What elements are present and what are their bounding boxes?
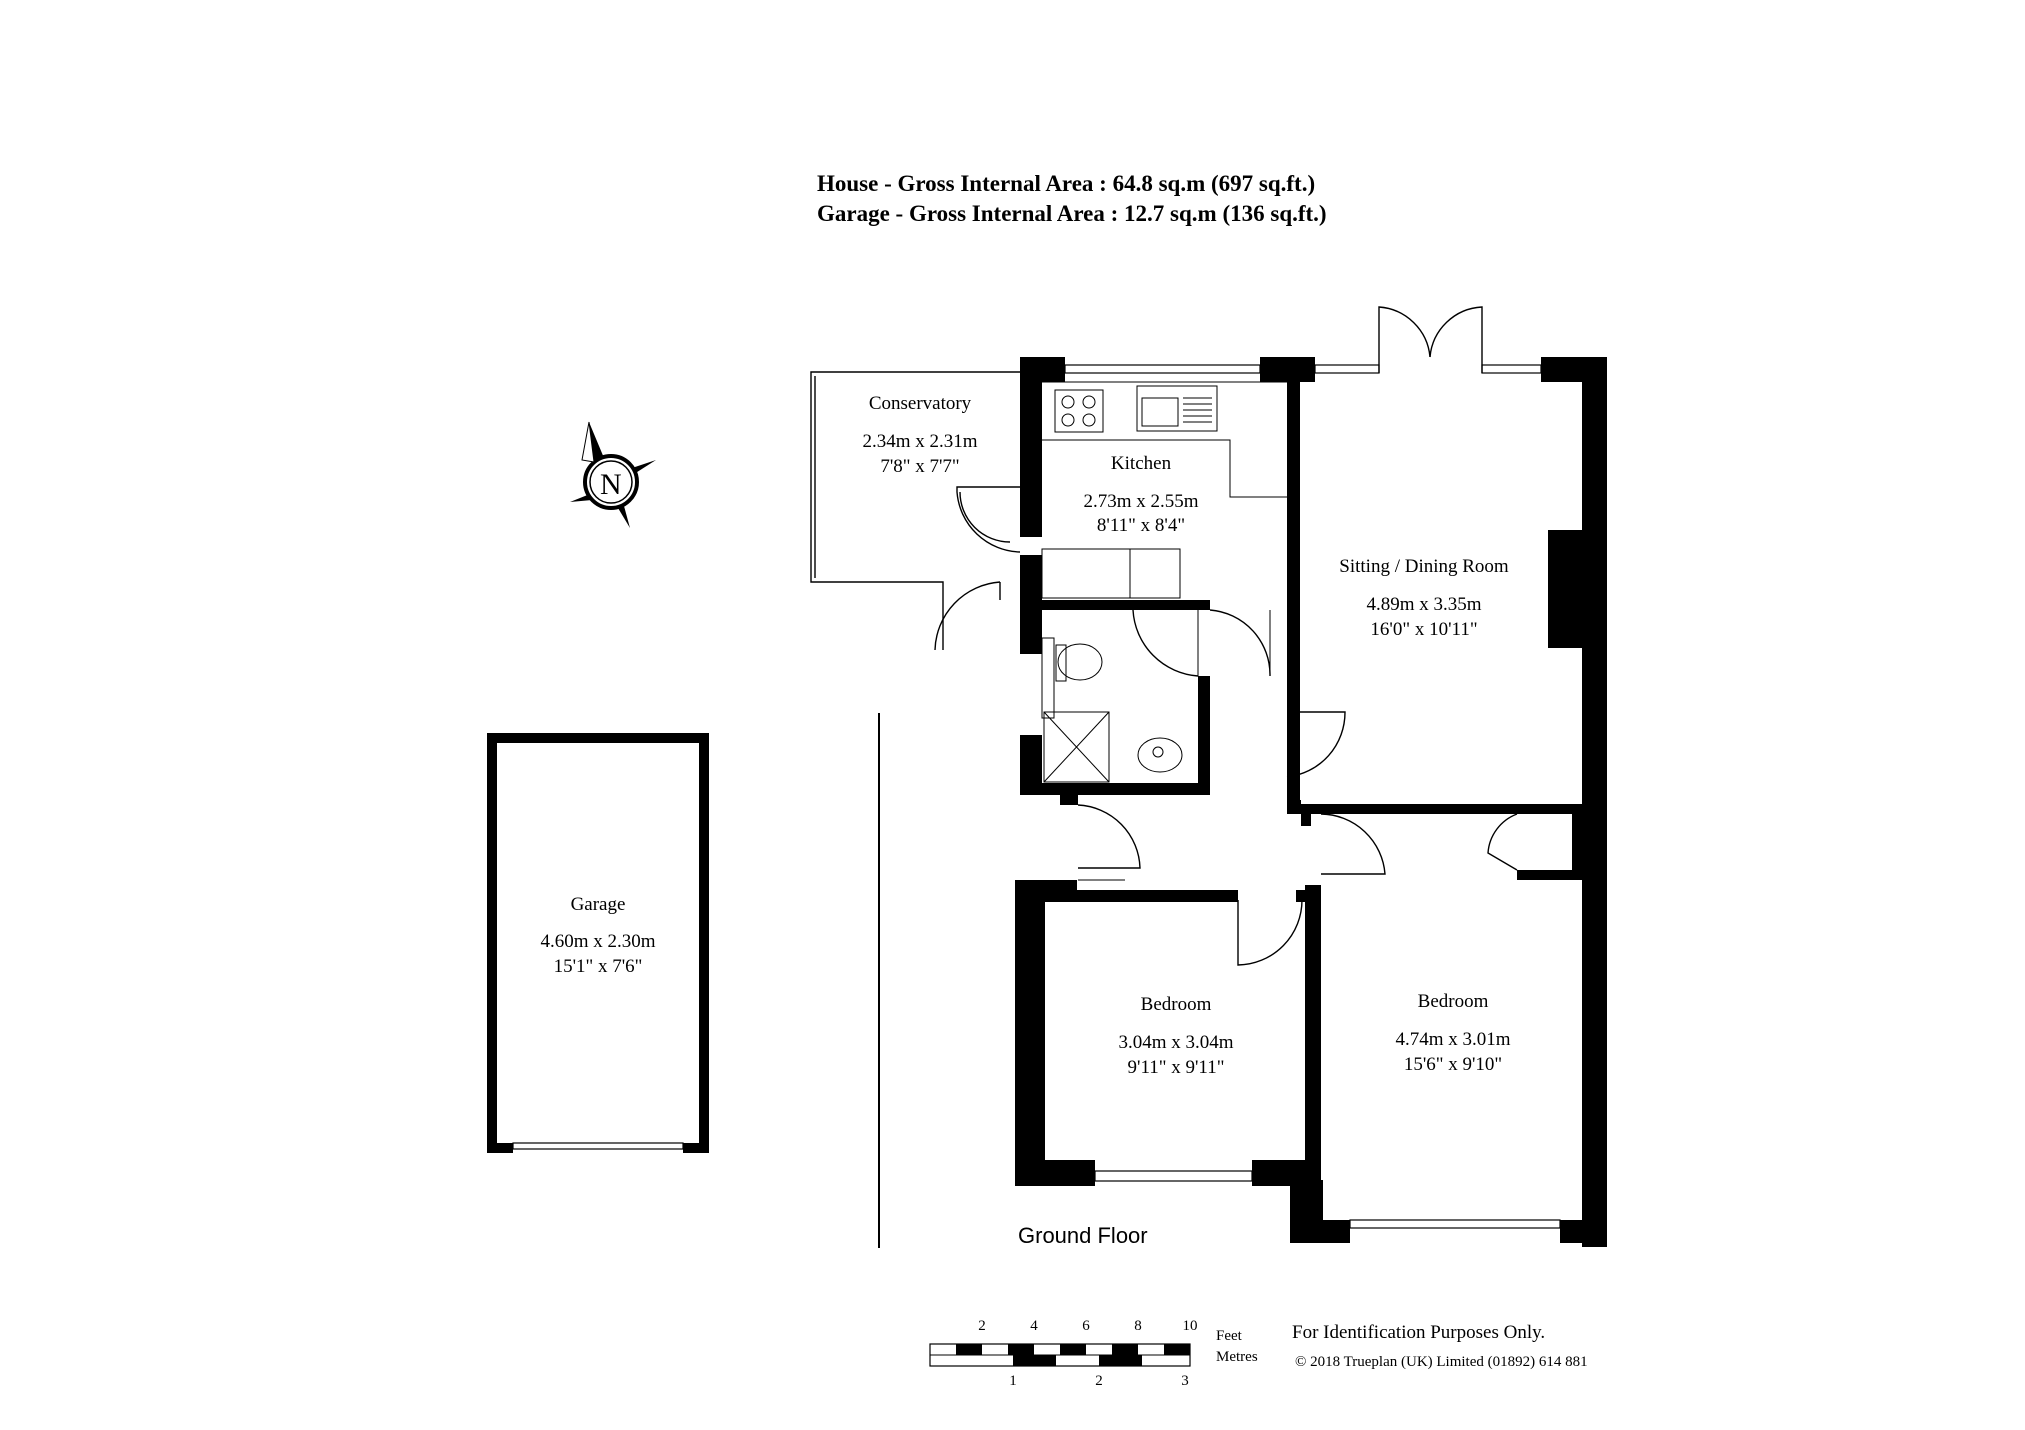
room-label-bedroom-1: Bedroom 3.04m x 3.04m 9'11" x 9'11" <box>1118 994 1233 1078</box>
feet-tick-6: 6 <box>1082 1318 1090 1334</box>
room-label-sitting-dining: Sitting / Dining Room 4.89m x 3.35m 16'0… <box>1339 556 1509 640</box>
svg-text:Bedroom: Bedroom <box>1418 991 1489 1012</box>
svg-text:2.73m x 2.55m: 2.73m x 2.55m <box>1083 491 1198 512</box>
feet-tick-8: 8 <box>1134 1318 1142 1334</box>
feet-tick-2: 2 <box>978 1318 986 1334</box>
svg-text:Bedroom: Bedroom <box>1141 994 1212 1015</box>
copyright-text: © 2018 Trueplan (UK) Limited (01892) 614… <box>1295 1354 1588 1370</box>
scale-feet-label: Feet <box>1216 1328 1243 1344</box>
conservatory-structure <box>810 371 1020 650</box>
svg-text:7'8" x 7'7": 7'8" x 7'7" <box>880 456 959 477</box>
house-fittings <box>934 306 1518 966</box>
floor-label: Ground Floor <box>1018 1223 1148 1248</box>
svg-text:9'11" x 9'11": 9'11" x 9'11" <box>1128 1057 1225 1078</box>
svg-text:16'0" x 10'11": 16'0" x 10'11" <box>1370 619 1477 640</box>
room-label-garage: Garage 4.60m x 2.30m 15'1" x 7'6" <box>540 894 655 977</box>
scale-metres-label: Metres <box>1216 1349 1258 1365</box>
house-area-text: House - Gross Internal Area : 64.8 sq.m … <box>817 171 1315 196</box>
room-label-kitchen: Kitchen 2.73m x 2.55m 8'11" x 8'4" <box>1083 453 1198 536</box>
svg-text:Sitting / Dining Room: Sitting / Dining Room <box>1339 556 1509 577</box>
feet-tick-4: 4 <box>1030 1318 1038 1334</box>
svg-text:Conservatory: Conservatory <box>869 393 972 414</box>
compass-letter: N <box>600 468 622 501</box>
feet-tick-10: 10 <box>1183 1318 1198 1334</box>
svg-text:2.34m x 2.31m: 2.34m x 2.31m <box>862 431 977 452</box>
svg-text:4.74m x 3.01m: 4.74m x 3.01m <box>1395 1029 1510 1050</box>
room-label-conservatory: Conservatory 2.34m x 2.31m 7'8" x 7'7" <box>862 393 977 477</box>
svg-text:4.89m x 3.35m: 4.89m x 3.35m <box>1366 594 1481 615</box>
room-label-bedroom-2: Bedroom 4.74m x 3.01m 15'6" x 9'10" <box>1395 991 1510 1075</box>
scale-bar: 2 4 6 8 10 1 2 3 Feet Metres <box>929 1318 1258 1389</box>
garage-area-text: Garage - Gross Internal Area : 12.7 sq.m… <box>817 201 1327 226</box>
svg-text:15'6" x 9'10": 15'6" x 9'10" <box>1404 1054 1502 1075</box>
disclaimer-text: For Identification Purposes Only. <box>1292 1322 1545 1343</box>
svg-text:3.04m x 3.04m: 3.04m x 3.04m <box>1118 1032 1233 1053</box>
metre-tick-1: 1 <box>1009 1373 1017 1389</box>
north-compass-icon: N <box>570 421 656 528</box>
metre-tick-2: 2 <box>1095 1373 1103 1389</box>
metre-tick-3: 3 <box>1181 1373 1189 1389</box>
svg-text:15'1" x 7'6": 15'1" x 7'6" <box>554 956 643 977</box>
svg-text:Garage: Garage <box>571 894 626 915</box>
svg-text:4.60m x 2.30m: 4.60m x 2.30m <box>540 931 655 952</box>
svg-text:Kitchen: Kitchen <box>1111 453 1172 474</box>
svg-text:8'11" x 8'4": 8'11" x 8'4" <box>1097 515 1185 536</box>
garage-structure <box>487 733 709 1153</box>
house-walls <box>1015 357 1607 1247</box>
